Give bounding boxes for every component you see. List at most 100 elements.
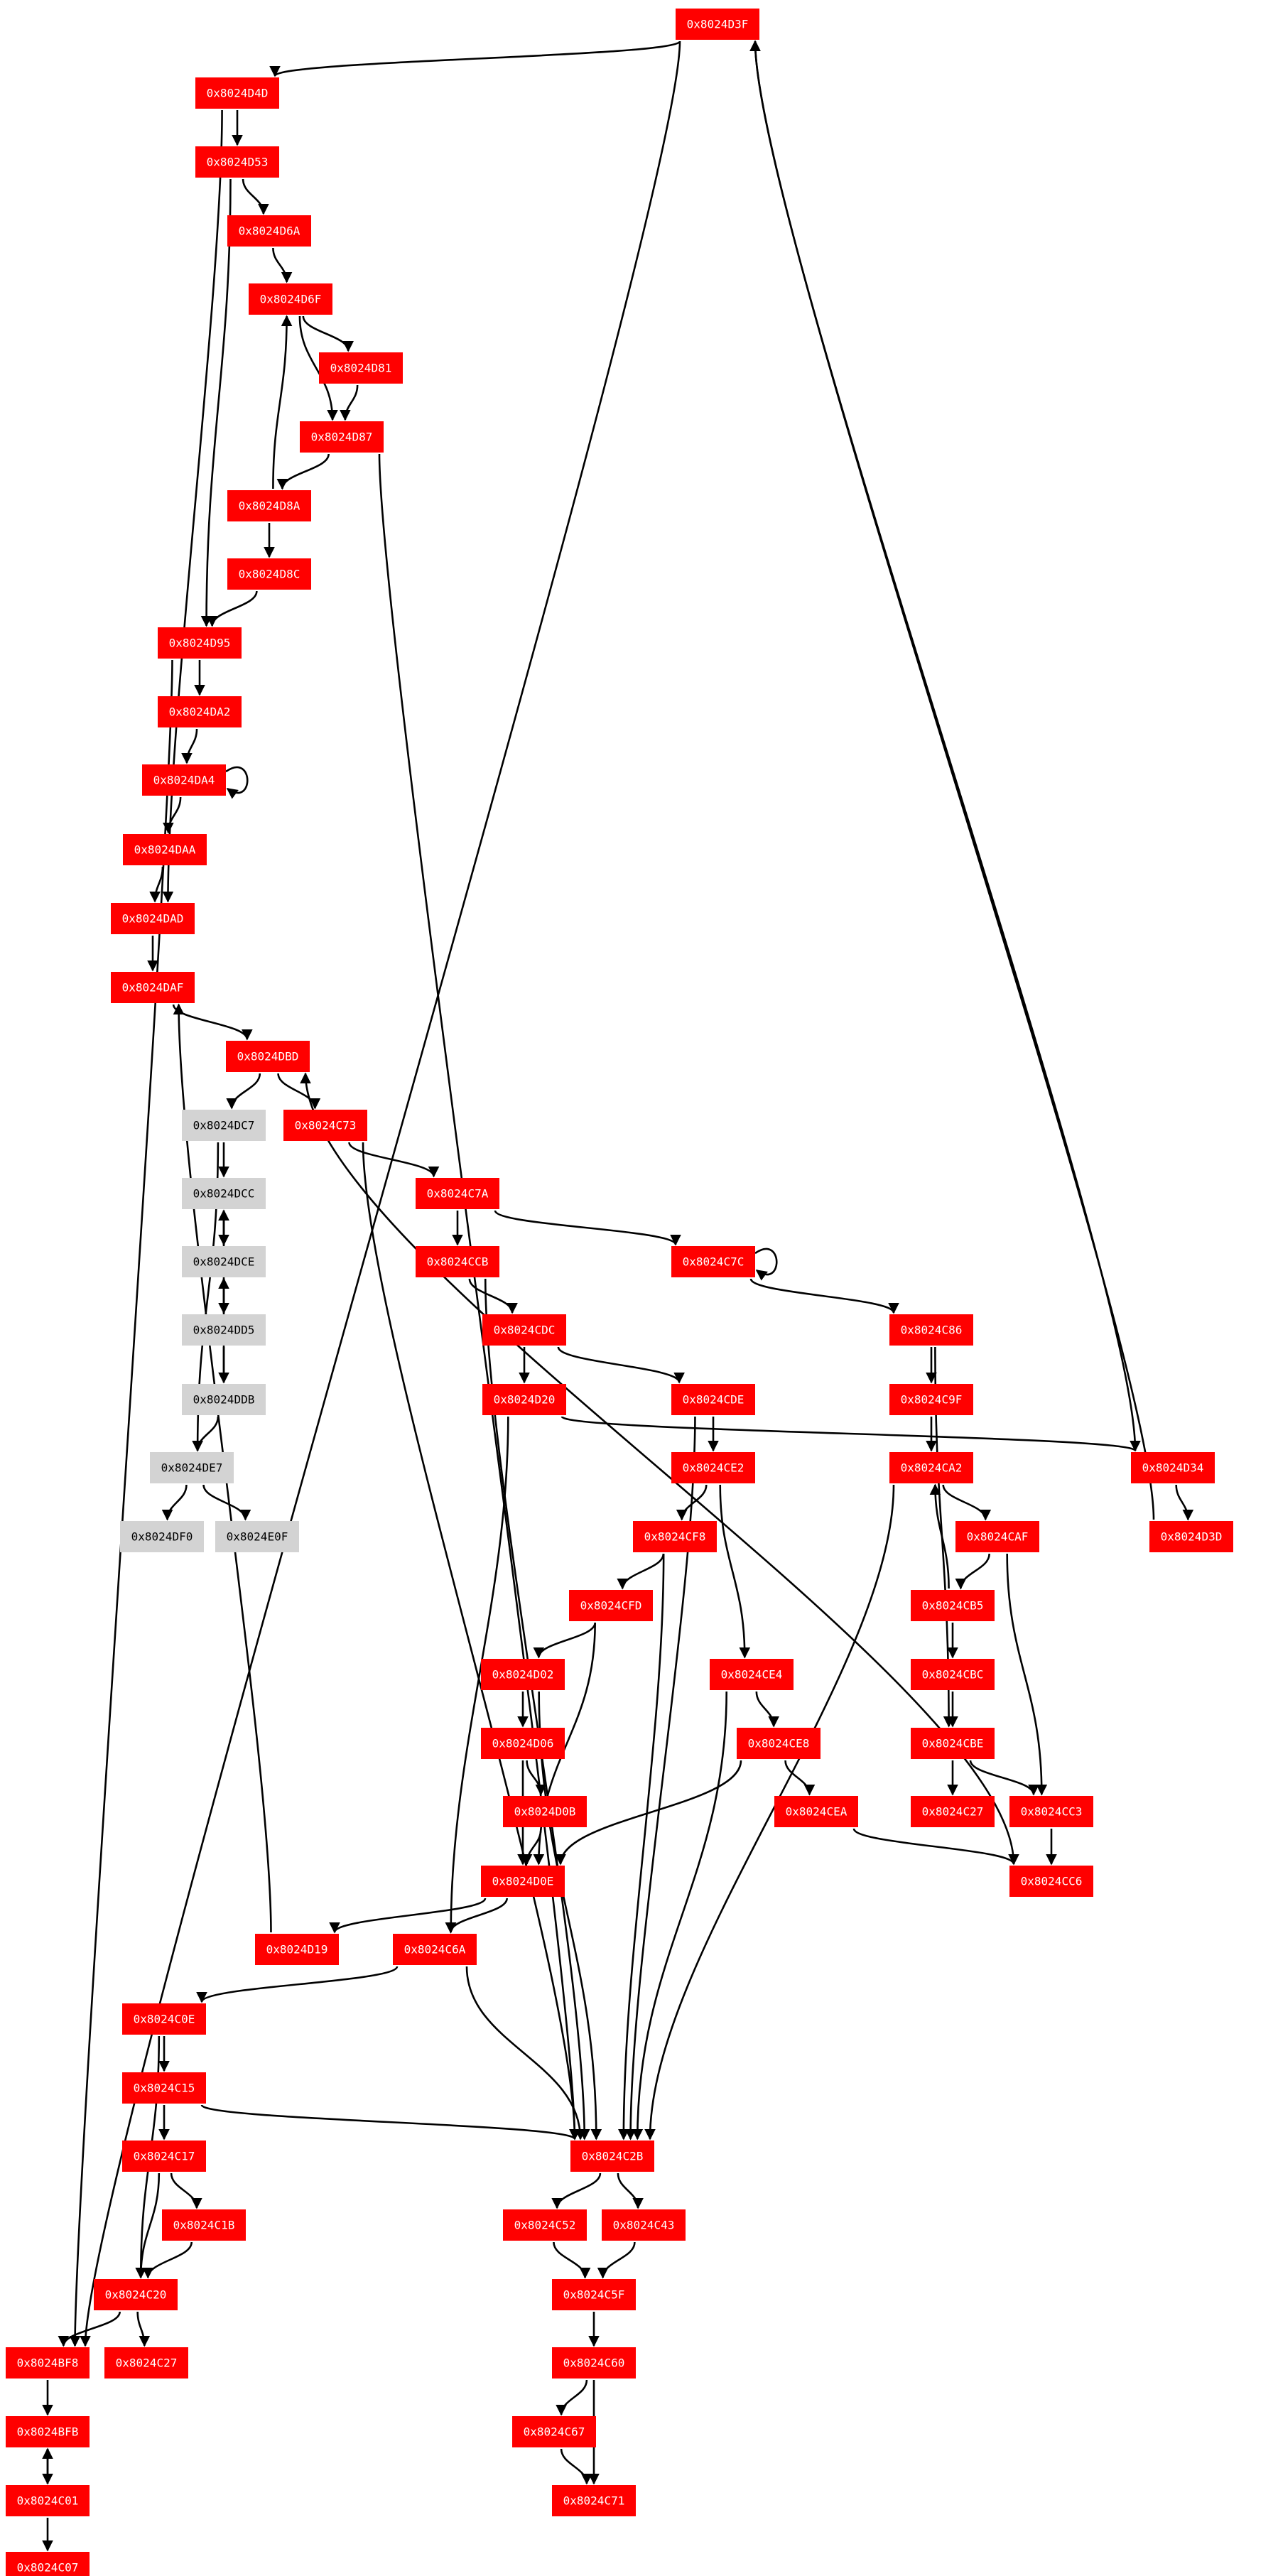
node-box[interactable] <box>6 2552 90 2576</box>
node-box[interactable] <box>122 2141 206 2172</box>
node-de7[interactable]: 0x8024DE7 <box>150 1452 234 1483</box>
node-box[interactable] <box>158 627 242 659</box>
node-daa[interactable]: 0x8024DAA <box>123 834 207 865</box>
node-c7c[interactable]: 0x8024C7C <box>671 1246 755 1277</box>
node-box[interactable] <box>142 764 226 796</box>
node-c27b[interactable]: 0x8024C27 <box>911 1796 995 1827</box>
node-c43[interactable]: 0x8024C43 <box>602 2209 686 2241</box>
node-c0e[interactable]: 0x8024C0E <box>122 2003 206 2035</box>
node-d0b[interactable]: 0x8024D0B <box>503 1796 587 1827</box>
node-box[interactable] <box>737 1728 821 1759</box>
node-box[interactable] <box>182 1384 266 1415</box>
node-box[interactable] <box>182 1178 266 1209</box>
node-box[interactable] <box>255 1934 339 1965</box>
node-box[interactable] <box>911 1728 995 1759</box>
node-box[interactable] <box>182 1246 266 1277</box>
node-caf[interactable]: 0x8024CAF <box>955 1521 1039 1552</box>
node-box[interactable] <box>416 1178 499 1209</box>
node-d06[interactable]: 0x8024D06 <box>481 1728 565 1759</box>
node-dce[interactable]: 0x8024DCE <box>182 1246 266 1277</box>
node-cb5[interactable]: 0x8024CB5 <box>911 1590 995 1621</box>
node-box[interactable] <box>1009 1796 1093 1827</box>
node-c2b[interactable]: 0x8024C2B <box>570 2141 654 2172</box>
node-da2[interactable]: 0x8024DA2 <box>158 696 242 727</box>
node-box[interactable] <box>111 903 195 934</box>
node-box[interactable] <box>911 1659 995 1690</box>
node-box[interactable] <box>150 1452 234 1483</box>
node-bfb[interactable]: 0x8024BFB <box>6 2416 90 2447</box>
node-box[interactable] <box>249 283 332 315</box>
node-box[interactable] <box>481 1659 565 1690</box>
node-box[interactable] <box>227 558 311 590</box>
node-c9f[interactable]: 0x8024C9F <box>889 1384 973 1415</box>
node-dcc[interactable]: 0x8024DCC <box>182 1178 266 1209</box>
node-box[interactable] <box>122 2003 206 2035</box>
node-box[interactable] <box>911 1796 995 1827</box>
node-d3f[interactable]: 0x8024D3F <box>676 9 759 40</box>
node-box[interactable] <box>481 1866 565 1897</box>
node-box[interactable] <box>162 2209 246 2241</box>
node-c1b[interactable]: 0x8024C1B <box>162 2209 246 2241</box>
node-c07[interactable]: 0x8024C07 <box>6 2552 90 2576</box>
node-c20[interactable]: 0x8024C20 <box>94 2279 178 2310</box>
node-box[interactable] <box>94 2279 178 2310</box>
node-d3d[interactable]: 0x8024D3D <box>1149 1521 1233 1552</box>
node-c73[interactable]: 0x8024C73 <box>283 1110 367 1141</box>
node-cc3[interactable]: 0x8024CC3 <box>1009 1796 1093 1827</box>
node-box[interactable] <box>104 2347 188 2379</box>
node-d02[interactable]: 0x8024D02 <box>481 1659 565 1690</box>
node-box[interactable] <box>1131 1452 1215 1483</box>
node-box[interactable] <box>1149 1521 1233 1552</box>
node-box[interactable] <box>393 1934 477 1965</box>
node-box[interactable] <box>226 1041 310 1072</box>
node-box[interactable] <box>482 1314 566 1346</box>
node-d20[interactable]: 0x8024D20 <box>482 1384 566 1415</box>
node-box[interactable] <box>552 2485 636 2516</box>
node-cbc[interactable]: 0x8024CBC <box>911 1659 995 1690</box>
node-box[interactable] <box>774 1796 858 1827</box>
node-d19[interactable]: 0x8024D19 <box>255 1934 339 1965</box>
node-cc6[interactable]: 0x8024CC6 <box>1009 1866 1093 1897</box>
node-box[interactable] <box>671 1452 755 1483</box>
node-box[interactable] <box>195 146 279 178</box>
node-dd5[interactable]: 0x8024DD5 <box>182 1314 266 1346</box>
node-c67[interactable]: 0x8024C67 <box>512 2416 596 2447</box>
node-box[interactable] <box>710 1659 794 1690</box>
node-cbe[interactable]: 0x8024CBE <box>911 1728 995 1759</box>
node-e0f[interactable]: 0x8024E0F <box>215 1521 299 1552</box>
node-box[interactable] <box>416 1246 499 1277</box>
node-ccb[interactable]: 0x8024CCB <box>416 1246 499 1277</box>
node-box[interactable] <box>602 2209 686 2241</box>
node-c86[interactable]: 0x8024C86 <box>889 1314 973 1346</box>
node-box[interactable] <box>503 1796 587 1827</box>
node-box[interactable] <box>552 2347 636 2379</box>
node-daf[interactable]: 0x8024DAF <box>111 972 195 1003</box>
node-box[interactable] <box>182 1110 266 1141</box>
node-box[interactable] <box>227 490 311 521</box>
node-c15[interactable]: 0x8024C15 <box>122 2072 206 2104</box>
node-box[interactable] <box>1009 1866 1093 1897</box>
node-box[interactable] <box>158 696 242 727</box>
node-box[interactable] <box>889 1452 973 1483</box>
node-df0[interactable]: 0x8024DF0 <box>120 1521 204 1552</box>
node-box[interactable] <box>671 1246 755 1277</box>
node-ce2[interactable]: 0x8024CE2 <box>671 1452 755 1483</box>
node-box[interactable] <box>676 9 759 40</box>
node-box[interactable] <box>569 1590 653 1621</box>
node-box[interactable] <box>503 2209 587 2241</box>
node-c6a[interactable]: 0x8024C6A <box>393 1934 477 1965</box>
node-cdc[interactable]: 0x8024CDC <box>482 1314 566 1346</box>
node-c5f[interactable]: 0x8024C5F <box>552 2279 636 2310</box>
node-cf8[interactable]: 0x8024CF8 <box>633 1521 717 1552</box>
node-box[interactable] <box>120 1521 204 1552</box>
node-box[interactable] <box>6 2416 90 2447</box>
node-box[interactable] <box>6 2347 90 2379</box>
node-ce4[interactable]: 0x8024CE4 <box>710 1659 794 1690</box>
node-box[interactable] <box>955 1521 1039 1552</box>
node-dc7[interactable]: 0x8024DC7 <box>182 1110 266 1141</box>
node-box[interactable] <box>889 1314 973 1346</box>
node-ddb[interactable]: 0x8024DDB <box>182 1384 266 1415</box>
node-box[interactable] <box>111 972 195 1003</box>
node-box[interactable] <box>482 1384 566 1415</box>
node-box[interactable] <box>227 215 311 247</box>
